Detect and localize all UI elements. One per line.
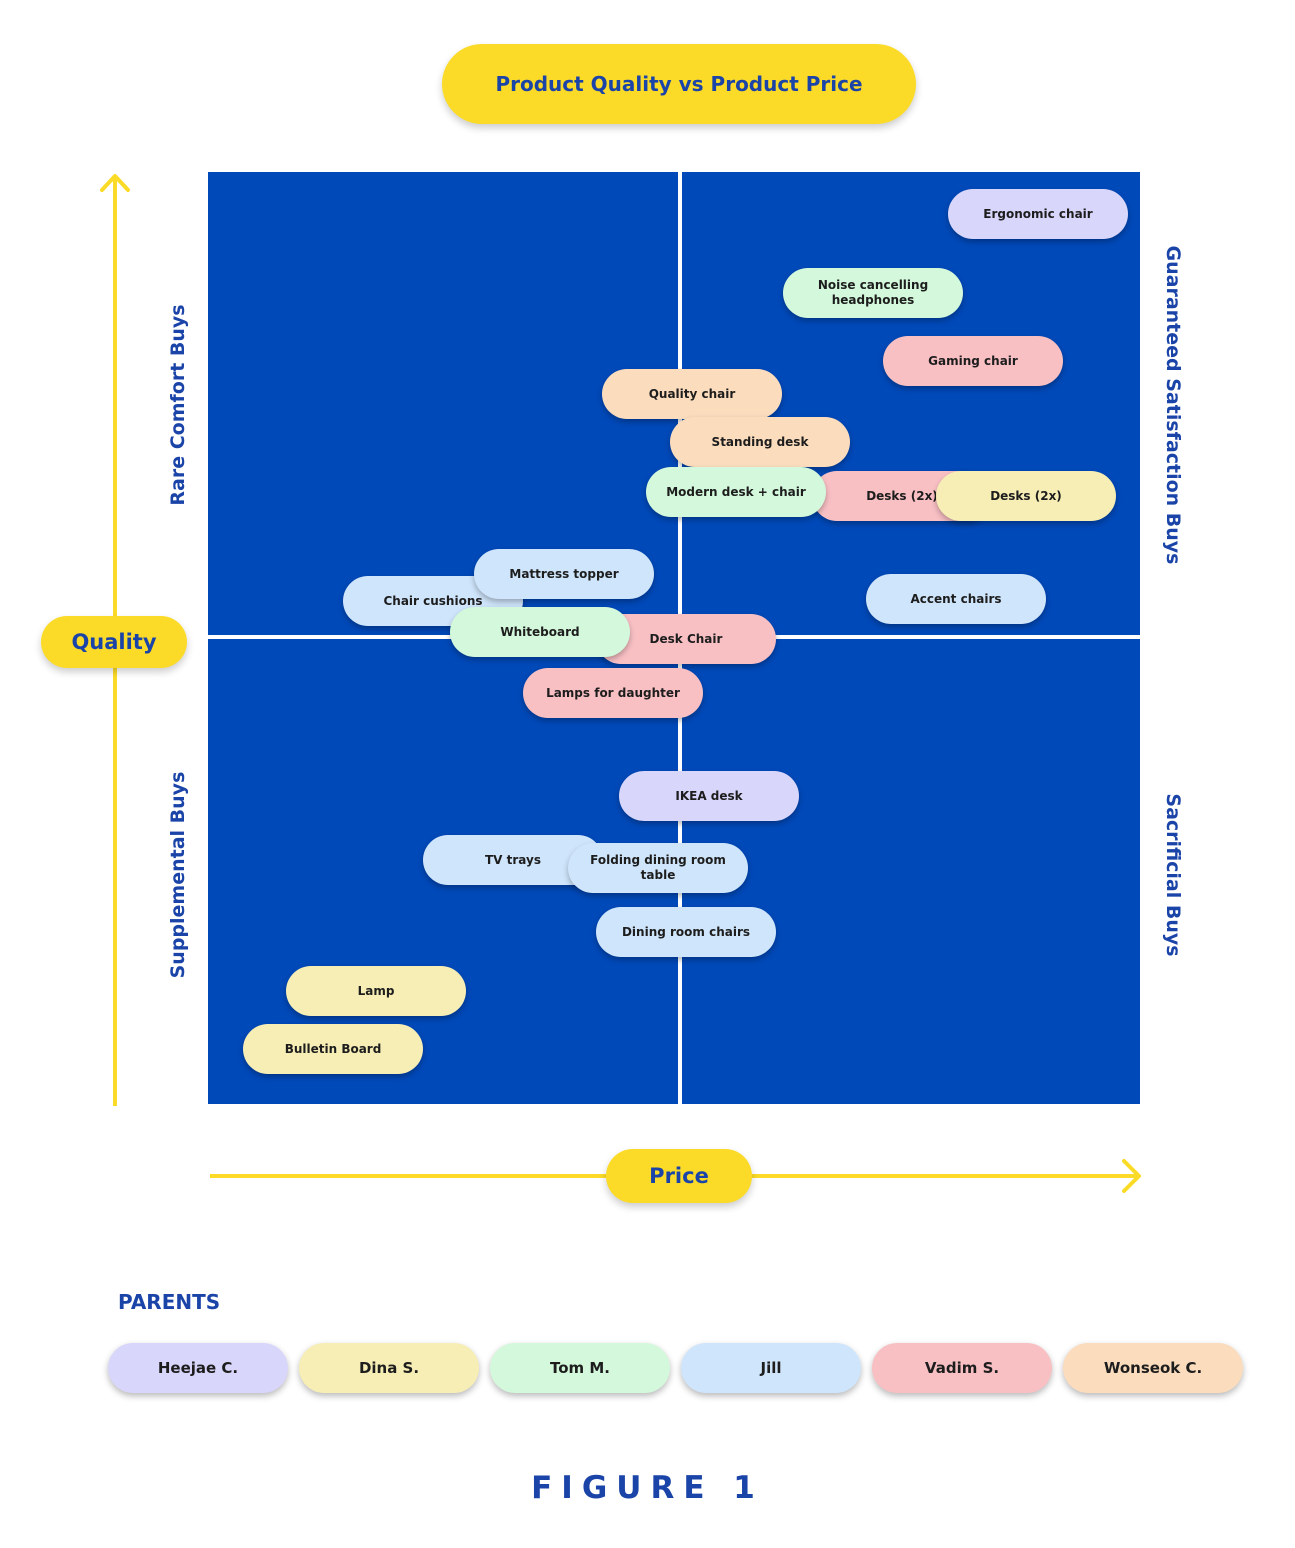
sticky-note[interactable]: Whiteboard <box>450 607 630 657</box>
legend-parent-wonseok: Wonseok C. <box>1063 1343 1243 1393</box>
sticky-note[interactable]: Ergonomic chair <box>948 189 1128 239</box>
price-axis-label: Price <box>606 1149 752 1203</box>
parents-heading: PARENTS <box>118 1290 221 1314</box>
sticky-note[interactable]: Lamps for daughter <box>523 668 703 718</box>
chart-title: Product Quality vs Product Price <box>442 44 916 124</box>
sticky-note[interactable]: Desks (2x) <box>936 471 1116 521</box>
legend-parent-tom: Tom M. <box>490 1343 670 1393</box>
legend-parent-jill: Jill <box>681 1343 861 1393</box>
sticky-note[interactable]: IKEA desk <box>619 771 799 821</box>
sticky-note[interactable]: Lamp <box>286 966 466 1016</box>
quadrant-label-rare-comfort: Rare Comfort Buys <box>167 304 189 506</box>
sticky-note[interactable]: Noise cancelling headphones <box>783 268 963 318</box>
sticky-note[interactable]: Dining room chairs <box>596 907 776 957</box>
quadrant-label-supplemental: Supplemental Buys <box>167 771 189 979</box>
sticky-note[interactable]: Folding dining room table <box>568 843 748 893</box>
sticky-note[interactable]: Mattress topper <box>474 549 654 599</box>
quadrant-label-sacrificial: Sacrificial Buys <box>1162 793 1184 957</box>
sticky-note[interactable]: Accent chairs <box>866 574 1046 624</box>
sticky-note[interactable]: Quality chair <box>602 369 782 419</box>
figure-label: FIGURE 1 <box>531 1470 764 1506</box>
legend-parent-vadim: Vadim S. <box>872 1343 1052 1393</box>
quality-axis-label: Quality <box>41 616 187 668</box>
sticky-note[interactable]: Modern desk + chair <box>646 467 826 517</box>
sticky-note[interactable]: Bulletin Board <box>243 1024 423 1074</box>
quadrant-label-guaranteed-satisfaction: Guaranteed Satisfaction Buys <box>1162 245 1184 565</box>
legend-parent-heejae: Heejae C. <box>108 1343 288 1393</box>
legend-parent-dina: Dina S. <box>299 1343 479 1393</box>
sticky-note[interactable]: Gaming chair <box>883 336 1063 386</box>
sticky-note[interactable]: Standing desk <box>670 417 850 467</box>
